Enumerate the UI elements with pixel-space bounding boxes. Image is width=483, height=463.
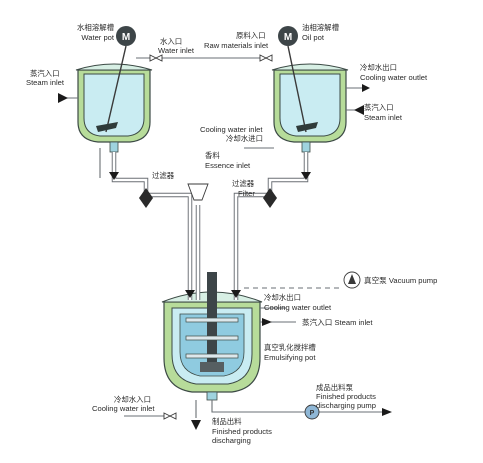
steam-inlet-right-cn: 蒸汽入口: [364, 103, 394, 112]
emulsifying-pot: [161, 272, 263, 401]
essence-en: Essence inlet: [205, 161, 251, 170]
oil-pot-down-arrow-icon: [301, 172, 311, 180]
discharge-pump-icon: [304, 404, 320, 420]
raw-inlet-cn: 原料入口: [236, 31, 266, 40]
emulsifying-pot-cn: 真空乳化搅拌槽: [264, 343, 316, 352]
water-pot-cn: 水相溶解槽: [77, 23, 115, 32]
emulsifying-pot-en: Emulsifying pot: [264, 353, 316, 362]
steam-inlet-left-cn: 蒸汽入口: [30, 69, 60, 78]
discharge-pump-en-1: Finished products: [316, 392, 376, 401]
oil-feed-arrow-icon: [231, 290, 241, 298]
cooling-inlet-mid-cn: 冷却水进口: [226, 134, 263, 143]
discharge-pump-label: P: [310, 410, 315, 417]
finished-products-en-2: discharging: [212, 436, 251, 445]
oil-pot-motor-icon: [278, 26, 298, 46]
oil-pot-motor-label: M: [284, 32, 292, 43]
water-inlet-valve-icon: [149, 54, 163, 62]
cooling-inlet-bottom-valve-icon: [163, 412, 177, 420]
essence-funnel-icon: [187, 183, 209, 201]
finished-products-en-1: Finished products: [212, 427, 272, 436]
cooling-inlet-mid-en: Cooling water inlet: [200, 125, 263, 134]
discharge-pump-en-2: discharging pump: [316, 401, 376, 410]
filter-right-icon: [263, 188, 277, 208]
water-pot-motor-label: M: [122, 32, 130, 43]
finished-products-cn: 制品出料: [212, 417, 242, 426]
raw-inlet-valve-icon: [259, 54, 273, 62]
oil-pot-cn: 油相溶解槽: [302, 23, 340, 32]
water-feed-arrow-icon: [185, 290, 195, 298]
essence-cn: 香料: [205, 151, 220, 160]
water-pot-en: Water pot: [81, 33, 115, 42]
water-pot: M: [75, 26, 153, 153]
oil-pot: M: [271, 26, 349, 153]
raw-inlet-en: Raw materials inlet: [204, 41, 269, 50]
cooling-outlet-right-en: Cooling water outlet: [360, 73, 428, 82]
steam-inlet-left-en: Steam inlet: [26, 78, 65, 87]
steam-inlet-bottom-arrow-icon: [262, 318, 272, 326]
discharge-pump-cn: 成品出料泵: [316, 383, 354, 392]
cooling-outlet-right-arrow-icon: [362, 84, 370, 92]
discharge-outlet-arrow-icon: [382, 408, 392, 416]
cooling-inlet-bottom-en: Cooling water inlet: [92, 404, 155, 413]
steam-inlet-right-en: Steam inlet: [364, 113, 403, 122]
water-pot-motor-icon: [116, 26, 136, 46]
pipes: [58, 57, 384, 418]
cooling-inlet-bottom-cn: 冷却水入口: [114, 395, 151, 404]
cooling-outlet-bottom-cn: 冷却水出口: [264, 293, 301, 302]
steam-inlet-bottom-label: 蒸汽入口 Steam inlet: [302, 317, 373, 327]
labels: 水相溶解槽 Water pot 水入口 Water inlet 原料入口 Raw…: [26, 23, 437, 445]
fittings: P: [58, 54, 392, 430]
steam-inlet-right-arrow-icon: [354, 105, 364, 115]
filter-right-cn: 过滤器: [232, 179, 255, 188]
water-pot-down-arrow-icon: [109, 172, 119, 180]
steam-inlet-left-arrow-icon: [58, 93, 68, 103]
water-inlet-en: Water inlet: [158, 46, 195, 55]
filter-right-en: Filter: [238, 189, 255, 198]
water-inlet-cn: 水入口: [160, 37, 182, 46]
cooling-outlet-right-cn: 冷却水出口: [360, 63, 397, 72]
vacuum-pump-label: 真空泵 Vacuum pump: [364, 275, 437, 285]
finished-products-arrow-icon: [191, 420, 201, 430]
filter-left-icon: [139, 188, 153, 208]
cooling-outlet-bottom-en: Cooling water outlet: [264, 303, 332, 312]
filter-left-cn: 过滤器: [152, 171, 175, 180]
oil-pot-en: Oil pot: [302, 33, 325, 42]
